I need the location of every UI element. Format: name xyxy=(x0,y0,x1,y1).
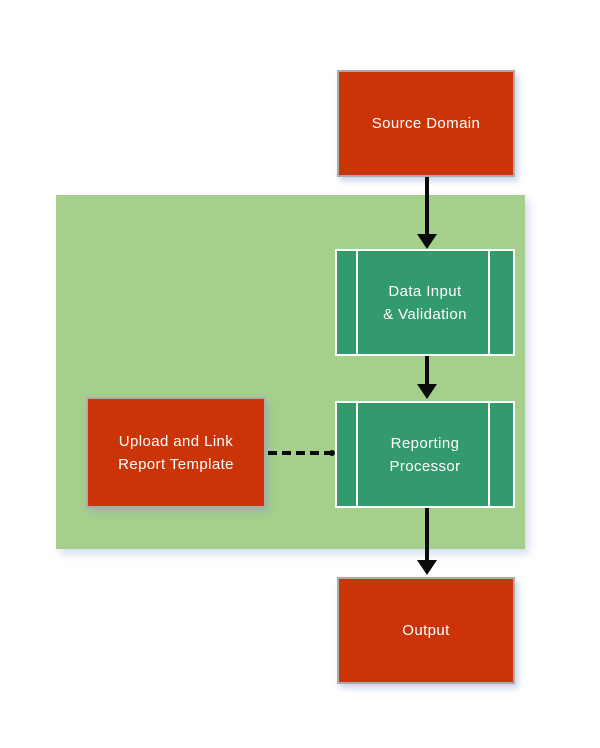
dashed-connector-endpoint-dot xyxy=(329,450,335,456)
node-source-domain: Source Domain xyxy=(337,70,515,177)
predefined-process-bar-left xyxy=(356,251,358,354)
node-upload-link-report-template-label: Upload and Link Report Template xyxy=(118,432,234,473)
node-source-domain-label: Source Domain xyxy=(371,115,481,132)
node-reporting-processor: Reporting Processor xyxy=(335,401,515,508)
predefined-process-bar-left xyxy=(356,403,358,506)
dashed-connector-upload-to-reporting xyxy=(268,451,336,455)
arrowhead-datainput-to-reporting xyxy=(417,384,437,399)
node-data-input-validation: Data Input & Validation xyxy=(335,249,515,356)
node-output: Output xyxy=(337,577,515,684)
node-reporting-processor-label: Reporting Processor xyxy=(389,434,461,475)
predefined-process-bar-right xyxy=(488,403,490,506)
arrowhead-reporting-to-output xyxy=(417,560,437,575)
arrow-reporting-to-output xyxy=(425,508,429,561)
node-data-input-validation-label: Data Input & Validation xyxy=(383,282,467,323)
predefined-process-bar-right xyxy=(488,251,490,354)
node-upload-link-report-template: Upload and Link Report Template xyxy=(86,397,266,508)
arrow-source-to-datainput xyxy=(425,177,429,235)
arrow-datainput-to-reporting xyxy=(425,356,429,385)
arrowhead-source-to-datainput xyxy=(417,234,437,249)
node-output-label: Output xyxy=(402,622,450,639)
